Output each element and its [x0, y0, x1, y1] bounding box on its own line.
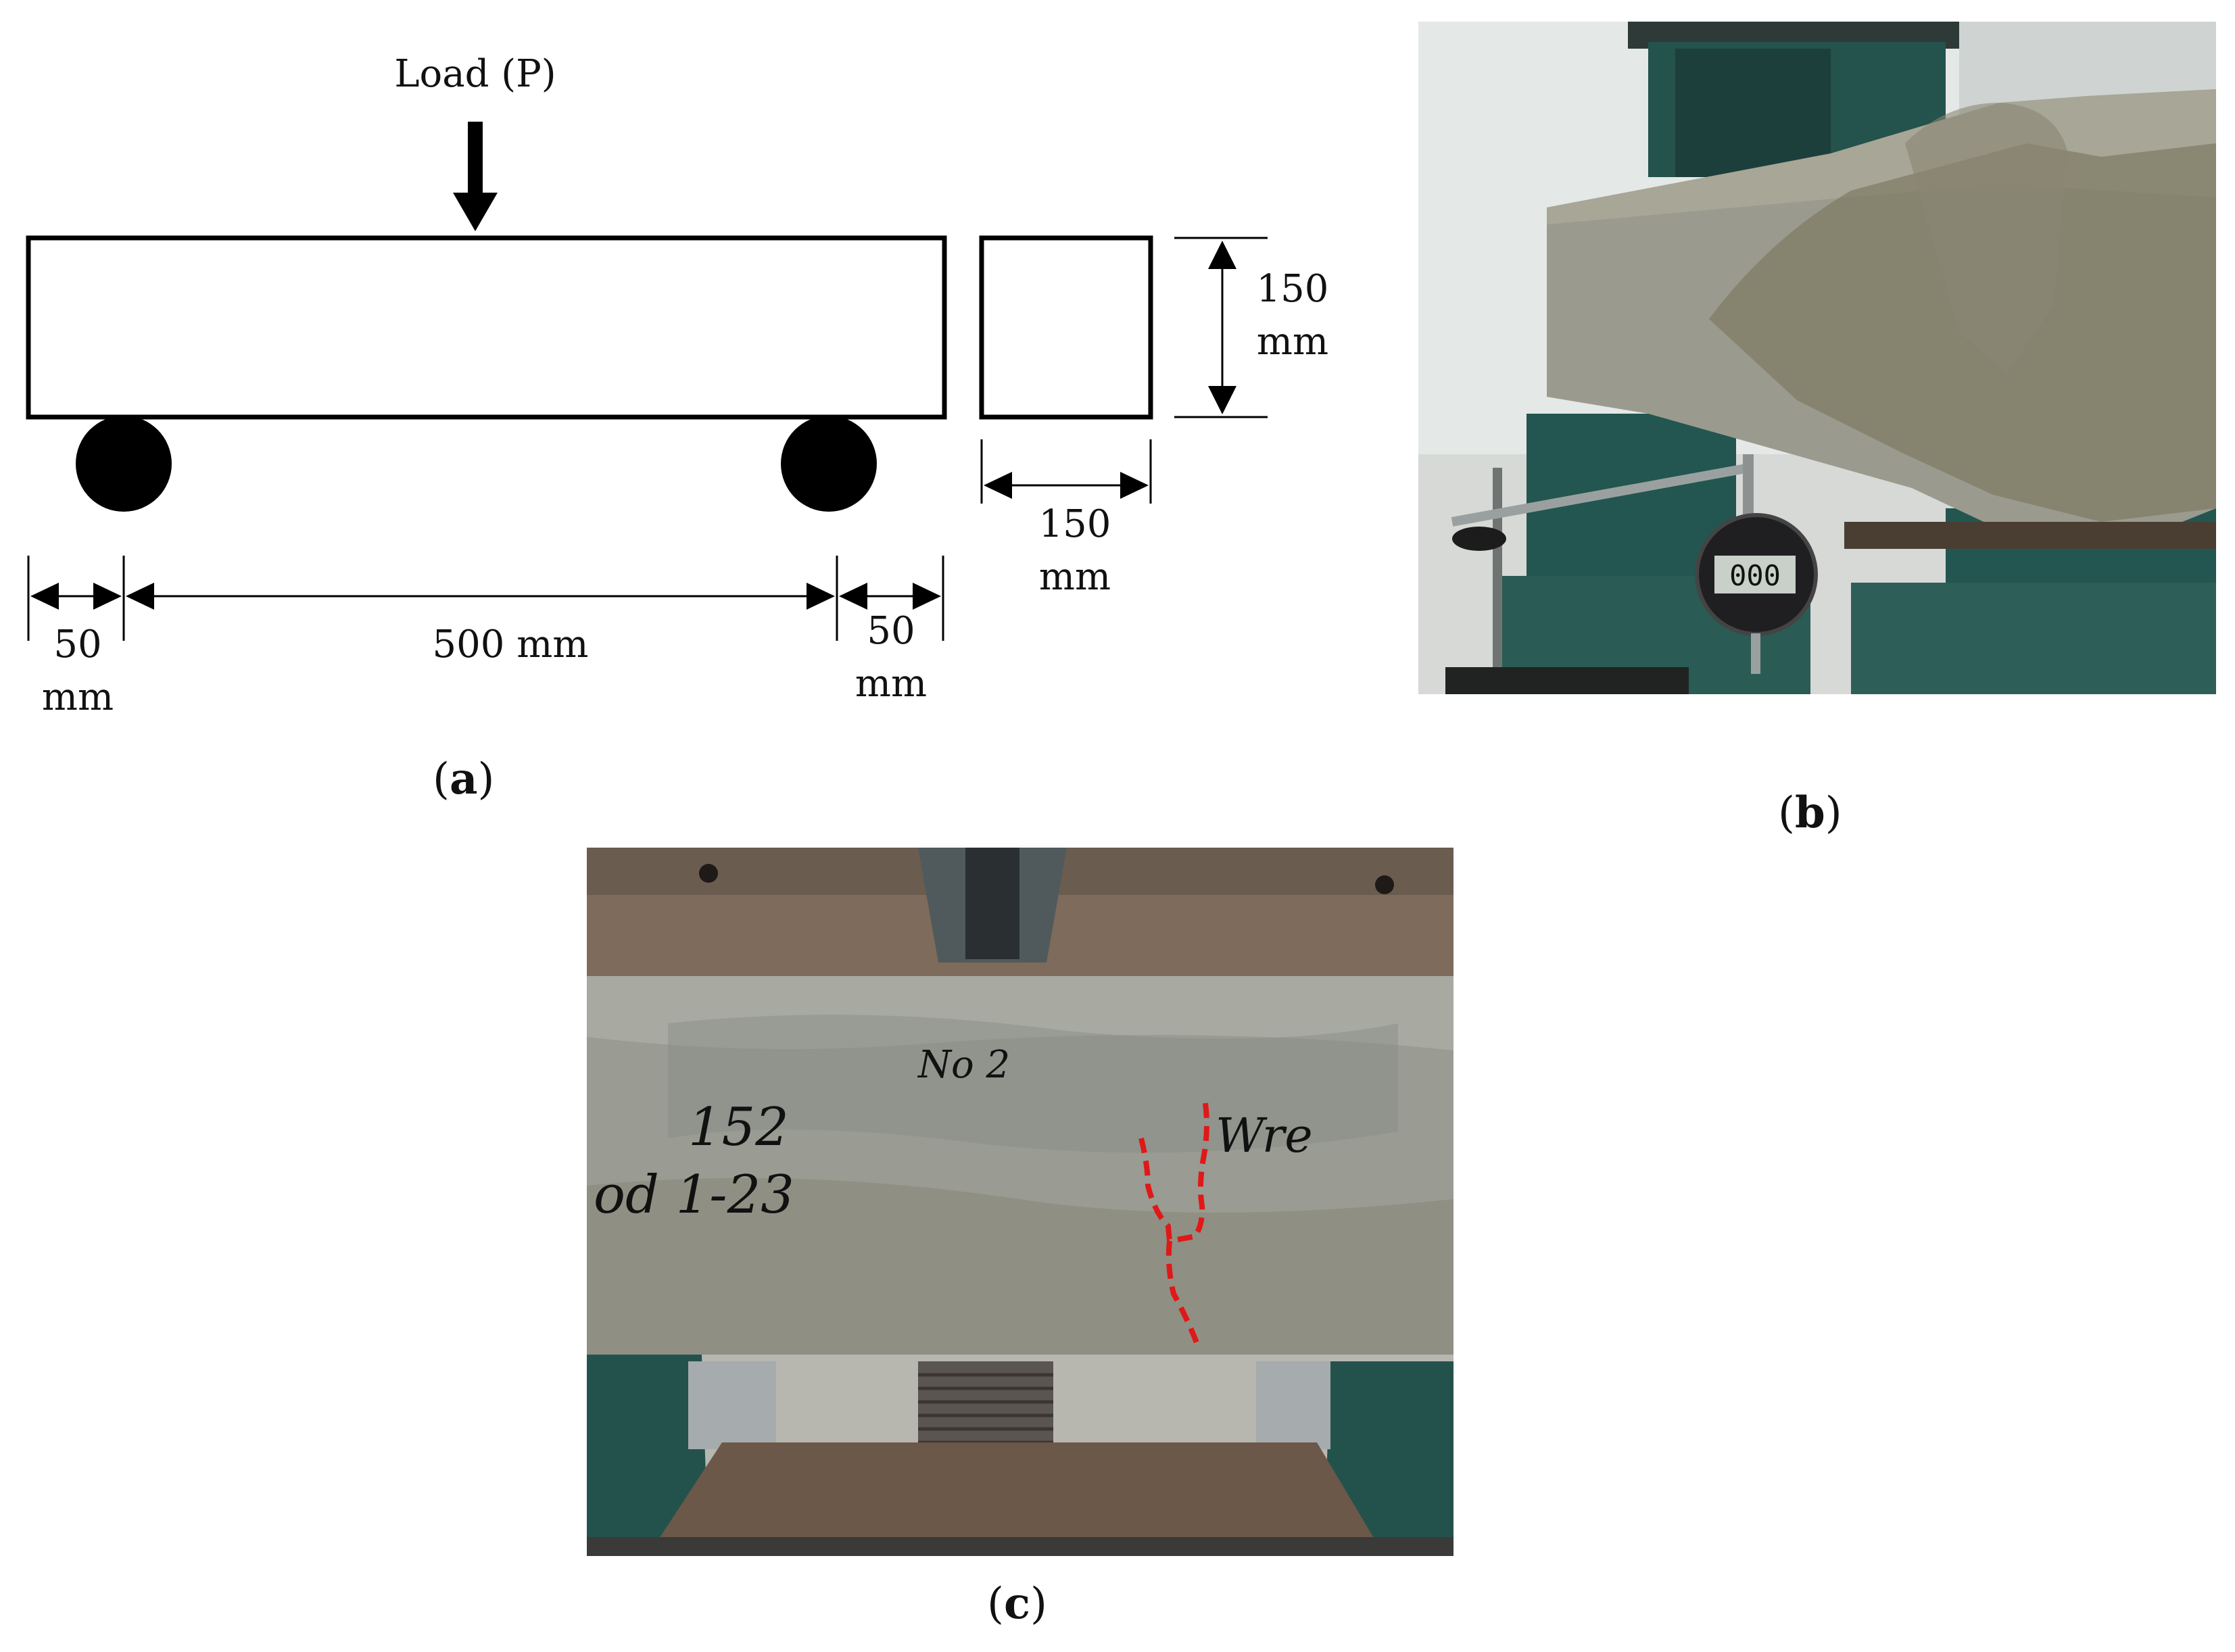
photo-flexural-test-setup: 000 — [1418, 22, 2216, 694]
width-value-label: 150 — [1039, 502, 1111, 546]
height-dimension — [1174, 237, 1268, 418]
width-unit-label: mm — [1039, 555, 1111, 599]
span-dimensions — [27, 556, 944, 641]
left-overhang-value: 50 — [53, 623, 101, 666]
beam-marking-line2: od 1-23 — [594, 1165, 794, 1225]
caption-c: (c) — [987, 1578, 1047, 1629]
left-support-roller — [76, 416, 172, 512]
right-support-roller — [781, 416, 877, 512]
right-overhang-value: 50 — [867, 609, 915, 653]
load-arrow — [453, 122, 498, 231]
load-label: Load (P) — [394, 52, 556, 96]
beam-cross-section — [979, 235, 1153, 420]
height-unit-label: mm — [1257, 320, 1328, 364]
dial-gauge-reading: 000 — [1729, 559, 1781, 592]
caption-b: (b) — [1778, 787, 1842, 838]
beam-schematic: Load (P) 150 mm 150 mm 50 mm 500 mm 50 m… — [26, 52, 1329, 719]
left-overhang-unit: mm — [42, 675, 114, 719]
caption-a: (a) — [433, 754, 495, 804]
beam-marking-top: No 2 — [917, 1043, 1010, 1087]
crack-trace — [1165, 1102, 1209, 1349]
beam-marking-right: Wre — [1216, 1108, 1313, 1163]
height-value-label: 150 — [1257, 267, 1329, 311]
right-overhang-unit: mm — [855, 662, 927, 706]
beam-side-view — [26, 235, 947, 420]
span-label: 500 mm — [433, 623, 589, 666]
beam-marking-line1: 152 — [688, 1097, 789, 1158]
width-dimension — [980, 439, 1152, 504]
photo-beam-crack-pattern: No 2 152 od 1-23 Wre — [587, 848, 1453, 1556]
